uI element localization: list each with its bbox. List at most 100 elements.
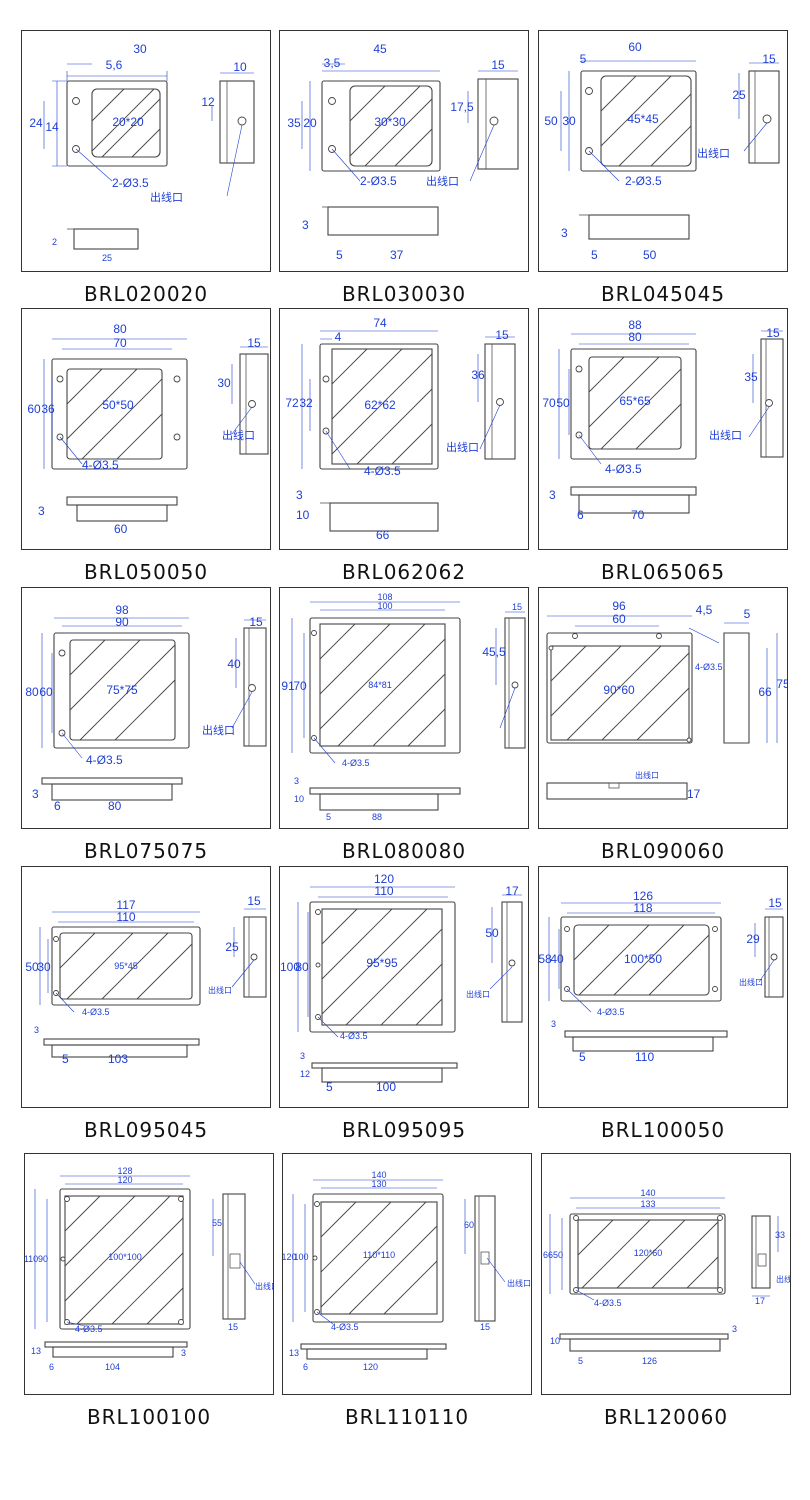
step-value: 3	[732, 1324, 737, 1334]
holes-label: 2-Ø3.5	[625, 174, 662, 188]
dimension-inner-width: 4	[335, 330, 342, 344]
drawing-panel: 45 3,5 35 20 30*30 17,5 15 2-Ø3.5 出线口 3 …	[279, 30, 529, 272]
drawing-panel: 128 120 110 90 100*100 55 15 4-Ø3.5 出线口 …	[24, 1153, 274, 1395]
dimension-side-height: 30	[217, 376, 231, 390]
dimension-inner-width: 118	[633, 901, 652, 915]
dimension-side-width: 15	[249, 615, 263, 629]
bottom-offset: 6	[54, 799, 61, 813]
model-name: BRL090060	[600, 839, 726, 863]
dimension-width: 45	[373, 42, 387, 56]
technical-drawing: 98 90 80 60 75*75 40 15 4-Ø3.5 出线口 3 6 8…	[25, 603, 267, 813]
bottom-thickness: 13	[31, 1346, 41, 1356]
dimension-width: 108	[377, 592, 392, 602]
step-value: 3	[181, 1348, 186, 1358]
bottom-thickness: 17	[687, 787, 701, 801]
dimension-side-height: 33	[775, 1230, 785, 1240]
bottom-thickness: 12	[300, 1069, 310, 1079]
dimension-side-height: 60	[464, 1220, 474, 1230]
holes-label: 4-Ø3.5	[75, 1324, 103, 1334]
dimension-width: 96	[612, 599, 626, 613]
dimension-inner-width: 100	[377, 601, 392, 611]
dimension-side-width: 15	[228, 1322, 238, 1332]
dimension-side-width: 15	[247, 894, 261, 908]
dimension-side-width: 15	[491, 58, 505, 72]
dimension-side-height: 12	[201, 95, 215, 109]
dimension-side-height: 45,5	[482, 645, 506, 659]
holes-label: 2-Ø3.5	[360, 174, 397, 188]
drawing-panel: 140 130 120 100 110*110 60 15 4-Ø3.5 出线口…	[282, 1153, 532, 1395]
dimension-side-width: 5	[744, 607, 751, 621]
dimension-inner-width: 70	[113, 336, 127, 350]
drawing-panel: 140 133 66 50 120*60 33 17 4-Ø3.5 出线口 10…	[541, 1153, 791, 1395]
dimension-side-width: 17	[755, 1296, 765, 1306]
dimension-inner-width: 5	[580, 52, 587, 66]
technical-drawing: 140 130 120 100 110*110 60 15 4-Ø3.5 出线口…	[283, 1170, 531, 1372]
dimension-width: 60	[628, 40, 642, 54]
drawing-panel: 126 118 58 40 100*50 29 15 4-Ø3.5 出线口 3 …	[538, 866, 788, 1108]
dimension-width: 120	[374, 872, 394, 886]
holes-label: 4-Ø3.5	[342, 758, 370, 768]
window-size-label: 50*50	[102, 398, 134, 412]
bottom-length: 100	[376, 1080, 396, 1094]
window-size-label: 75*75	[106, 683, 138, 697]
dimension-inner-height: 20	[303, 116, 317, 130]
dimension-inner-height: 32	[299, 396, 313, 410]
dimension-side-width: 15	[247, 336, 261, 350]
window-size-label: 84*81	[368, 680, 392, 690]
bottom-offset: 5	[326, 1080, 333, 1094]
dimension-height: 58	[539, 952, 552, 966]
window-size-label: 62*62	[364, 398, 396, 412]
technical-drawing: 80 70 60 36 50*50 30 15 4-Ø3.5 出线口 3 60	[27, 322, 269, 536]
technical-drawing: 108 100 91 70 84*81 45,5 15 4-Ø3.5 3 10 …	[281, 592, 526, 822]
holes-label: 4-Ø3.5	[82, 1007, 110, 1017]
outlet-label: 出线口	[776, 1274, 790, 1284]
dimension-height: 91	[281, 679, 295, 693]
dimension-inner-height: 36	[41, 402, 55, 416]
dimension-inner-height: 80	[295, 960, 309, 974]
dimension-inner-height: 14	[45, 120, 59, 134]
bottom-length: 80	[108, 799, 122, 813]
window-size-label: 45*45	[627, 112, 659, 126]
dimension-height: 80	[25, 685, 39, 699]
dimension-side-width: 10	[233, 60, 247, 74]
dimension-height: 60	[27, 402, 41, 416]
drawing-panel: 120 110 100 80 95*95 50 17 4-Ø3.5 出线口 3 …	[279, 866, 529, 1108]
dimension-side-height: 36	[471, 368, 485, 382]
dimension-inner-width: 90	[115, 615, 129, 629]
model-name: BRL120060	[603, 1405, 729, 1429]
drawing-panel: 117 110 50 30 95*45 25 15 4-Ø3.5 出线口 3 5…	[21, 866, 271, 1108]
outlet-label: 出线口	[208, 985, 232, 995]
dimension-side-inner: 66	[758, 685, 772, 699]
technical-drawing: 74 4 72 32 62*62 36 15 4-Ø3.5 出线口 3 10 6…	[285, 316, 516, 542]
technical-drawing: 117 110 50 30 95*45 25 15 4-Ø3.5 出线口 3 5…	[25, 894, 267, 1066]
dimension-inner-height: 70	[293, 679, 307, 693]
dimension-height: 24	[29, 116, 43, 130]
dimension-inner-width: 5,6	[106, 58, 123, 72]
window-size-label: 20*20	[112, 115, 144, 129]
step-value: 3	[296, 488, 303, 502]
model-name: BRL095095	[341, 1118, 467, 1142]
dimension-height: 110	[25, 1254, 38, 1264]
holes-label: 4-Ø3.5	[82, 458, 119, 472]
dimension-side-height: 25	[225, 940, 239, 954]
drawing-panel: 88 80 70 50 65*65 35 15 4-Ø3.5 出线口 3 6 7…	[538, 308, 788, 550]
bottom-length: 103	[108, 1052, 128, 1066]
holes-label: 4-Ø3.5	[597, 1007, 625, 1017]
bottom-thickness: 3	[302, 218, 309, 232]
dimension-height: 50	[25, 960, 39, 974]
window-size-label: 110*110	[363, 1250, 395, 1260]
drawing-panel: 108 100 91 70 84*81 45,5 15 4-Ø3.5 3 10 …	[279, 587, 529, 829]
bottom-offset: 5	[326, 812, 331, 822]
dimension-side-width: 15	[766, 326, 780, 340]
dimension-inner-height: 60	[39, 685, 53, 699]
holes-label: 4-Ø3.5	[364, 464, 401, 478]
holes-label: 2-Ø3.5	[112, 176, 149, 190]
dimension-width: 128	[117, 1166, 132, 1176]
dimension-side-width: 15	[762, 52, 776, 66]
dimension-side-height: 55	[212, 1218, 222, 1228]
bottom-offset: 5	[336, 248, 343, 262]
bottom-offset: 5	[579, 1050, 586, 1064]
dimension-inner-width: 120	[117, 1175, 132, 1185]
outlet-label: 出线口	[466, 989, 490, 999]
dimension-inner-width: 110	[116, 910, 135, 924]
